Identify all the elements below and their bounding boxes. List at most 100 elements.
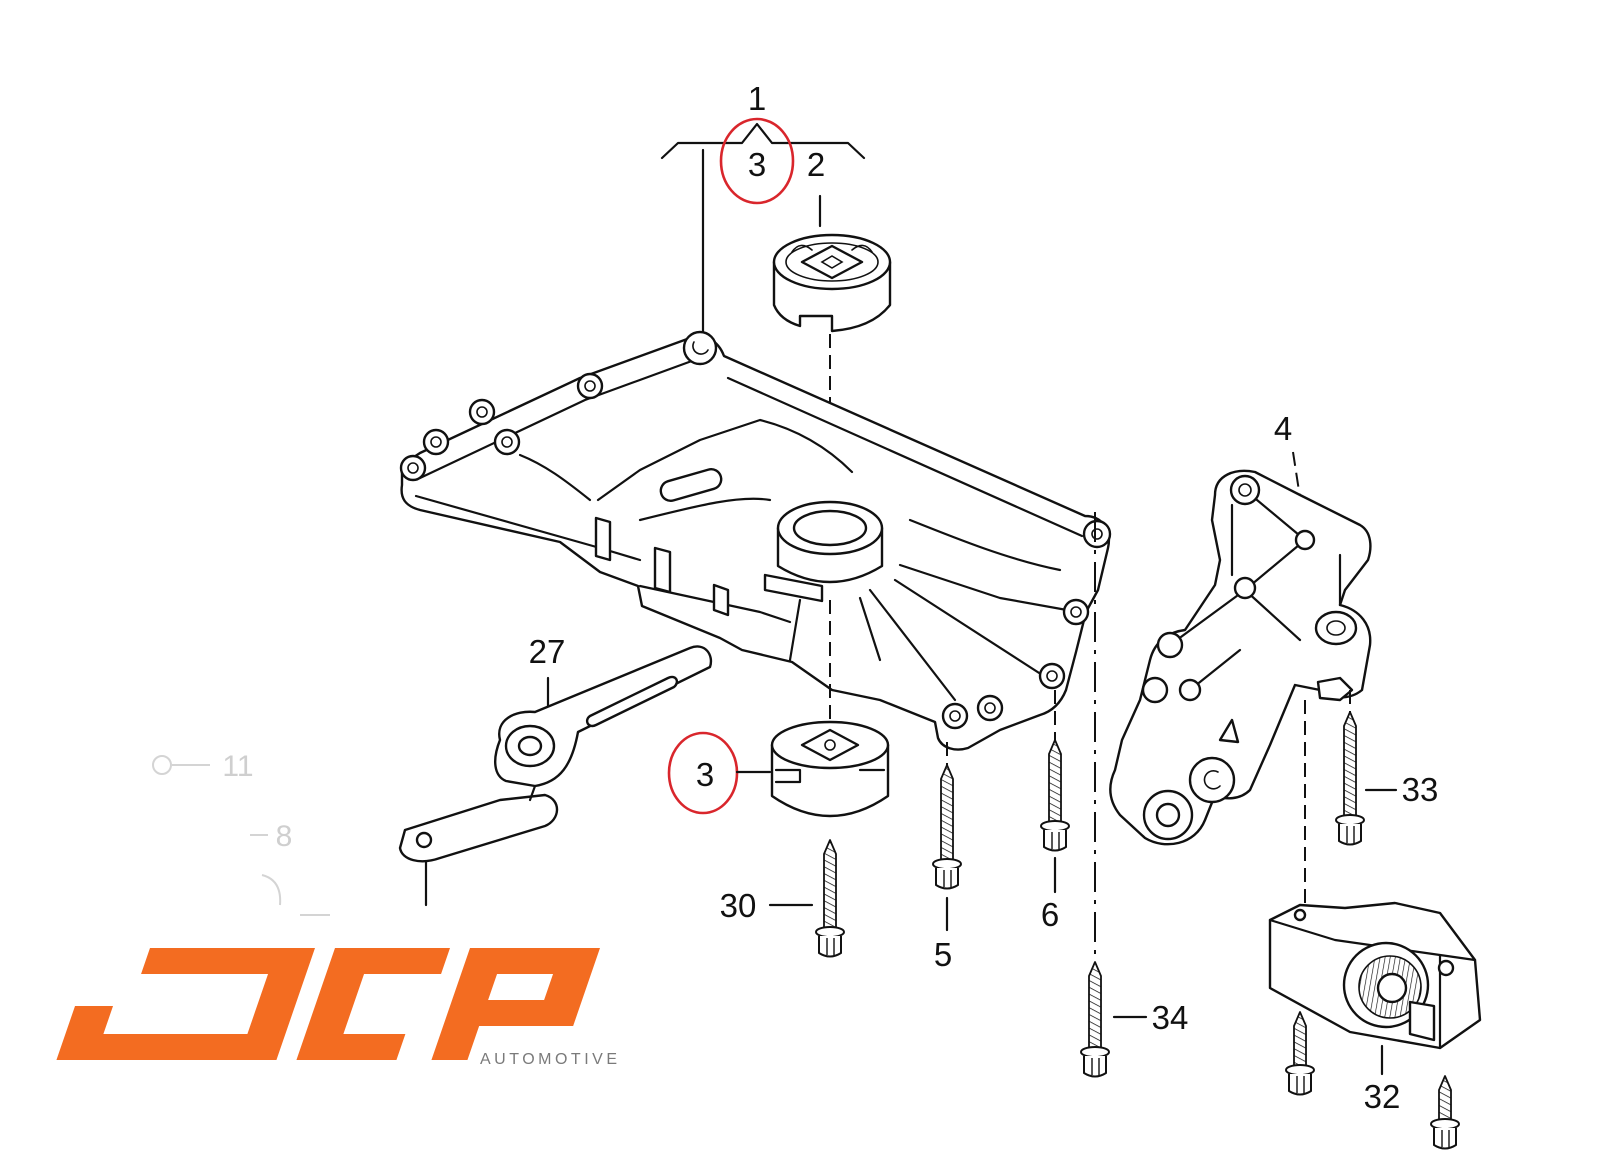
logo-letter-j (56, 948, 315, 1060)
callout-3-bottom: 3 (696, 756, 714, 793)
callout-30: 30 (720, 887, 757, 924)
bolt-shank (823, 839, 837, 933)
bolt-33 (1335, 711, 1365, 846)
bracket-line (660, 122, 866, 160)
boss (976, 694, 1004, 722)
center-mount-bore (792, 509, 868, 547)
boss (468, 398, 496, 426)
boss (422, 428, 450, 456)
bolt-32-b (1430, 1075, 1460, 1150)
bolt-head (1288, 1074, 1312, 1096)
boss-bore (1091, 528, 1103, 540)
bracket-4-boss (1233, 576, 1257, 600)
bushing-lower: 3 (667, 720, 890, 818)
lower-arm-edge-a (868, 588, 957, 702)
callout-8: 8 (276, 820, 293, 853)
boss (1038, 662, 1066, 690)
window-cutout (763, 573, 824, 603)
ghost-part-outline (261, 874, 330, 916)
bushing-upper-rim (785, 242, 879, 282)
rear-cross-edge (898, 563, 1080, 614)
boss-bore (584, 380, 596, 392)
callout-27: 27 (529, 633, 566, 670)
boss-bore (1046, 670, 1058, 682)
boss-bore (1070, 606, 1082, 618)
subframe-bosses (399, 330, 1112, 730)
bracket-4-eye-bore (1326, 620, 1346, 636)
boss (941, 702, 969, 730)
bolt-30 (815, 839, 845, 958)
boss (493, 428, 521, 456)
bolt-head (1338, 824, 1362, 846)
rear-inner-edge (908, 518, 1062, 572)
lower-front-face (638, 584, 792, 624)
jcp-logo: AUTOMOTIVE (56, 948, 617, 1068)
subframe (399, 330, 1112, 751)
bracket-4-boss (1141, 676, 1169, 704)
bushing-lower-groove (774, 768, 886, 784)
boss (1082, 519, 1112, 549)
torque-arm-plate-hole (415, 831, 433, 849)
subframe-outline (400, 335, 1111, 751)
logo-wordmark (56, 948, 600, 1060)
callout-6: 6 (1041, 896, 1059, 933)
bracket-4-pivot-bore (1203, 769, 1221, 790)
callout-5: 5 (934, 936, 952, 973)
torque-arm-bushing-bore (517, 735, 543, 757)
bolt-head (818, 936, 842, 958)
bracket-4-boss (1294, 529, 1316, 551)
bracket-4: 4 (1109, 410, 1372, 846)
bracket-4-bushing-bore (1155, 802, 1181, 828)
slot-cutout (659, 468, 723, 502)
rear-rail-edge (726, 376, 1084, 538)
bolt-flange (815, 926, 845, 938)
callout-34: 34 (1152, 999, 1189, 1036)
bushing-upper (772, 233, 892, 333)
bracket-4-ribs (1168, 488, 1342, 692)
bracket-4-bore (1238, 483, 1252, 497)
bushing-upper-core (800, 244, 864, 280)
boss-bore (430, 436, 442, 448)
bolt-flange (1080, 1046, 1110, 1058)
bolt-shank (1438, 1075, 1452, 1125)
boss-bore (407, 462, 419, 474)
mount-tab-a (594, 516, 612, 562)
bolt-shank (1048, 739, 1062, 827)
bolts (815, 711, 1460, 1150)
callout-2: 2 (807, 146, 825, 183)
bracket-4-boss (1156, 631, 1184, 659)
mount-32: 32 (1268, 901, 1482, 1115)
callout-1: 1 (748, 80, 766, 117)
bolt-shank (1343, 711, 1357, 821)
bolt-flange (1335, 814, 1365, 826)
boss-bore (476, 406, 488, 418)
callout-3-top: 3 (748, 146, 766, 183)
bolt-shank (1088, 961, 1102, 1053)
boss (682, 330, 718, 366)
callout-32: 32 (1364, 1078, 1401, 1115)
bushing-lower-bore (824, 739, 836, 751)
mount-32-bushing-core (1376, 972, 1408, 1004)
bolt-head (1043, 830, 1067, 852)
center-plate-edge (596, 418, 854, 502)
bolt-callouts: 30 5 6 34 33 (720, 771, 1439, 1036)
boss-bore (501, 436, 513, 448)
boss (1062, 598, 1090, 626)
torque-arm-27: 27 (398, 633, 713, 907)
center-web (788, 596, 882, 662)
bushing-upper-core-inner (791, 244, 873, 269)
bolt-5 (932, 764, 962, 890)
front-beam-edge (418, 356, 702, 480)
bracket-4-clip (1316, 676, 1354, 702)
boss-bore (949, 710, 961, 722)
mount-tab-c (712, 583, 730, 617)
logo-letter-c (296, 948, 450, 1060)
bolt-32-a (1285, 1011, 1315, 1096)
torque-arm-web (528, 784, 537, 802)
front-cavity-line (518, 453, 592, 502)
callout-11: 11 (222, 750, 253, 783)
ghost-callouts: 11 8 (152, 750, 330, 916)
bolt-flange (1285, 1064, 1315, 1076)
bolt-34 (1080, 961, 1110, 1078)
lower-arm-edge-b (893, 578, 1052, 682)
